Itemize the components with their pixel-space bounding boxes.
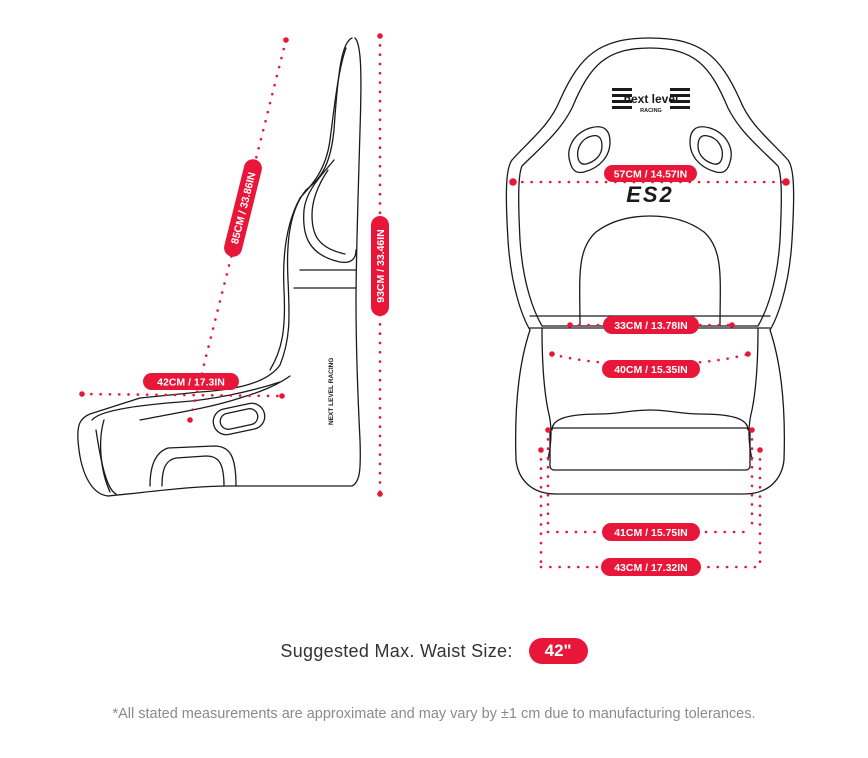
waist-size-row: Suggested Max. Waist Size: 42" bbox=[0, 636, 868, 666]
shoulder-width-text: 57CM / 14.57IN bbox=[614, 169, 688, 181]
back-width-label: 33CM / 13.78IN bbox=[603, 316, 699, 334]
depth-label: 42CM / 17.3IN bbox=[143, 373, 239, 390]
seat-inner-width-label: 41CM / 15.75IN bbox=[602, 523, 700, 541]
hip-width-text: 40CM / 15.35IN bbox=[614, 364, 688, 376]
back-width-text: 33CM / 13.78IN bbox=[614, 320, 688, 332]
model-name: ES2 bbox=[626, 182, 674, 207]
seat-outer-width-text: 43CM / 17.32IN bbox=[614, 562, 688, 574]
seat-dimension-diagram: NEXT LEVEL RACING 42CM / 17.3IN 85CM / 3… bbox=[77, 33, 795, 576]
seat-inner-width-text: 41CM / 15.75IN bbox=[614, 527, 688, 539]
shoulder-width-label: 57CM / 14.57IN bbox=[604, 165, 697, 182]
logo-text: next level bbox=[624, 92, 679, 106]
front-measurements: 57CM / 14.57IN 33CM / 13.78IN 40CM / 15.… bbox=[509, 165, 790, 576]
height-text: 93CM / 33.46IN bbox=[375, 229, 387, 303]
height-label: 93CM / 33.46IN bbox=[371, 216, 389, 316]
hip-width-label: 40CM / 15.35IN bbox=[602, 360, 700, 378]
depth-text: 42CM / 17.3IN bbox=[157, 377, 225, 389]
side-brand-text: NEXT LEVEL RACING bbox=[328, 358, 335, 425]
brand-logo: next level RACING bbox=[612, 88, 690, 114]
back-length-label: 85CM / 33.86IN bbox=[224, 159, 262, 257]
waist-size-label: Suggested Max. Waist Size: bbox=[280, 640, 513, 661]
front-view-seat: next level RACING ES2 bbox=[505, 37, 795, 495]
side-view-seat: NEXT LEVEL RACING bbox=[77, 37, 362, 497]
seat-outer-width-label: 43CM / 17.32IN bbox=[601, 558, 701, 576]
logo-subtext: RACING bbox=[640, 108, 662, 114]
measurement-disclaimer: *All stated measurements are approximate… bbox=[112, 706, 756, 722]
side-measurements: 42CM / 17.3IN 85CM / 33.86IN 93CM / 33.4… bbox=[79, 33, 389, 497]
waist-size-badge: 42" bbox=[528, 638, 588, 664]
